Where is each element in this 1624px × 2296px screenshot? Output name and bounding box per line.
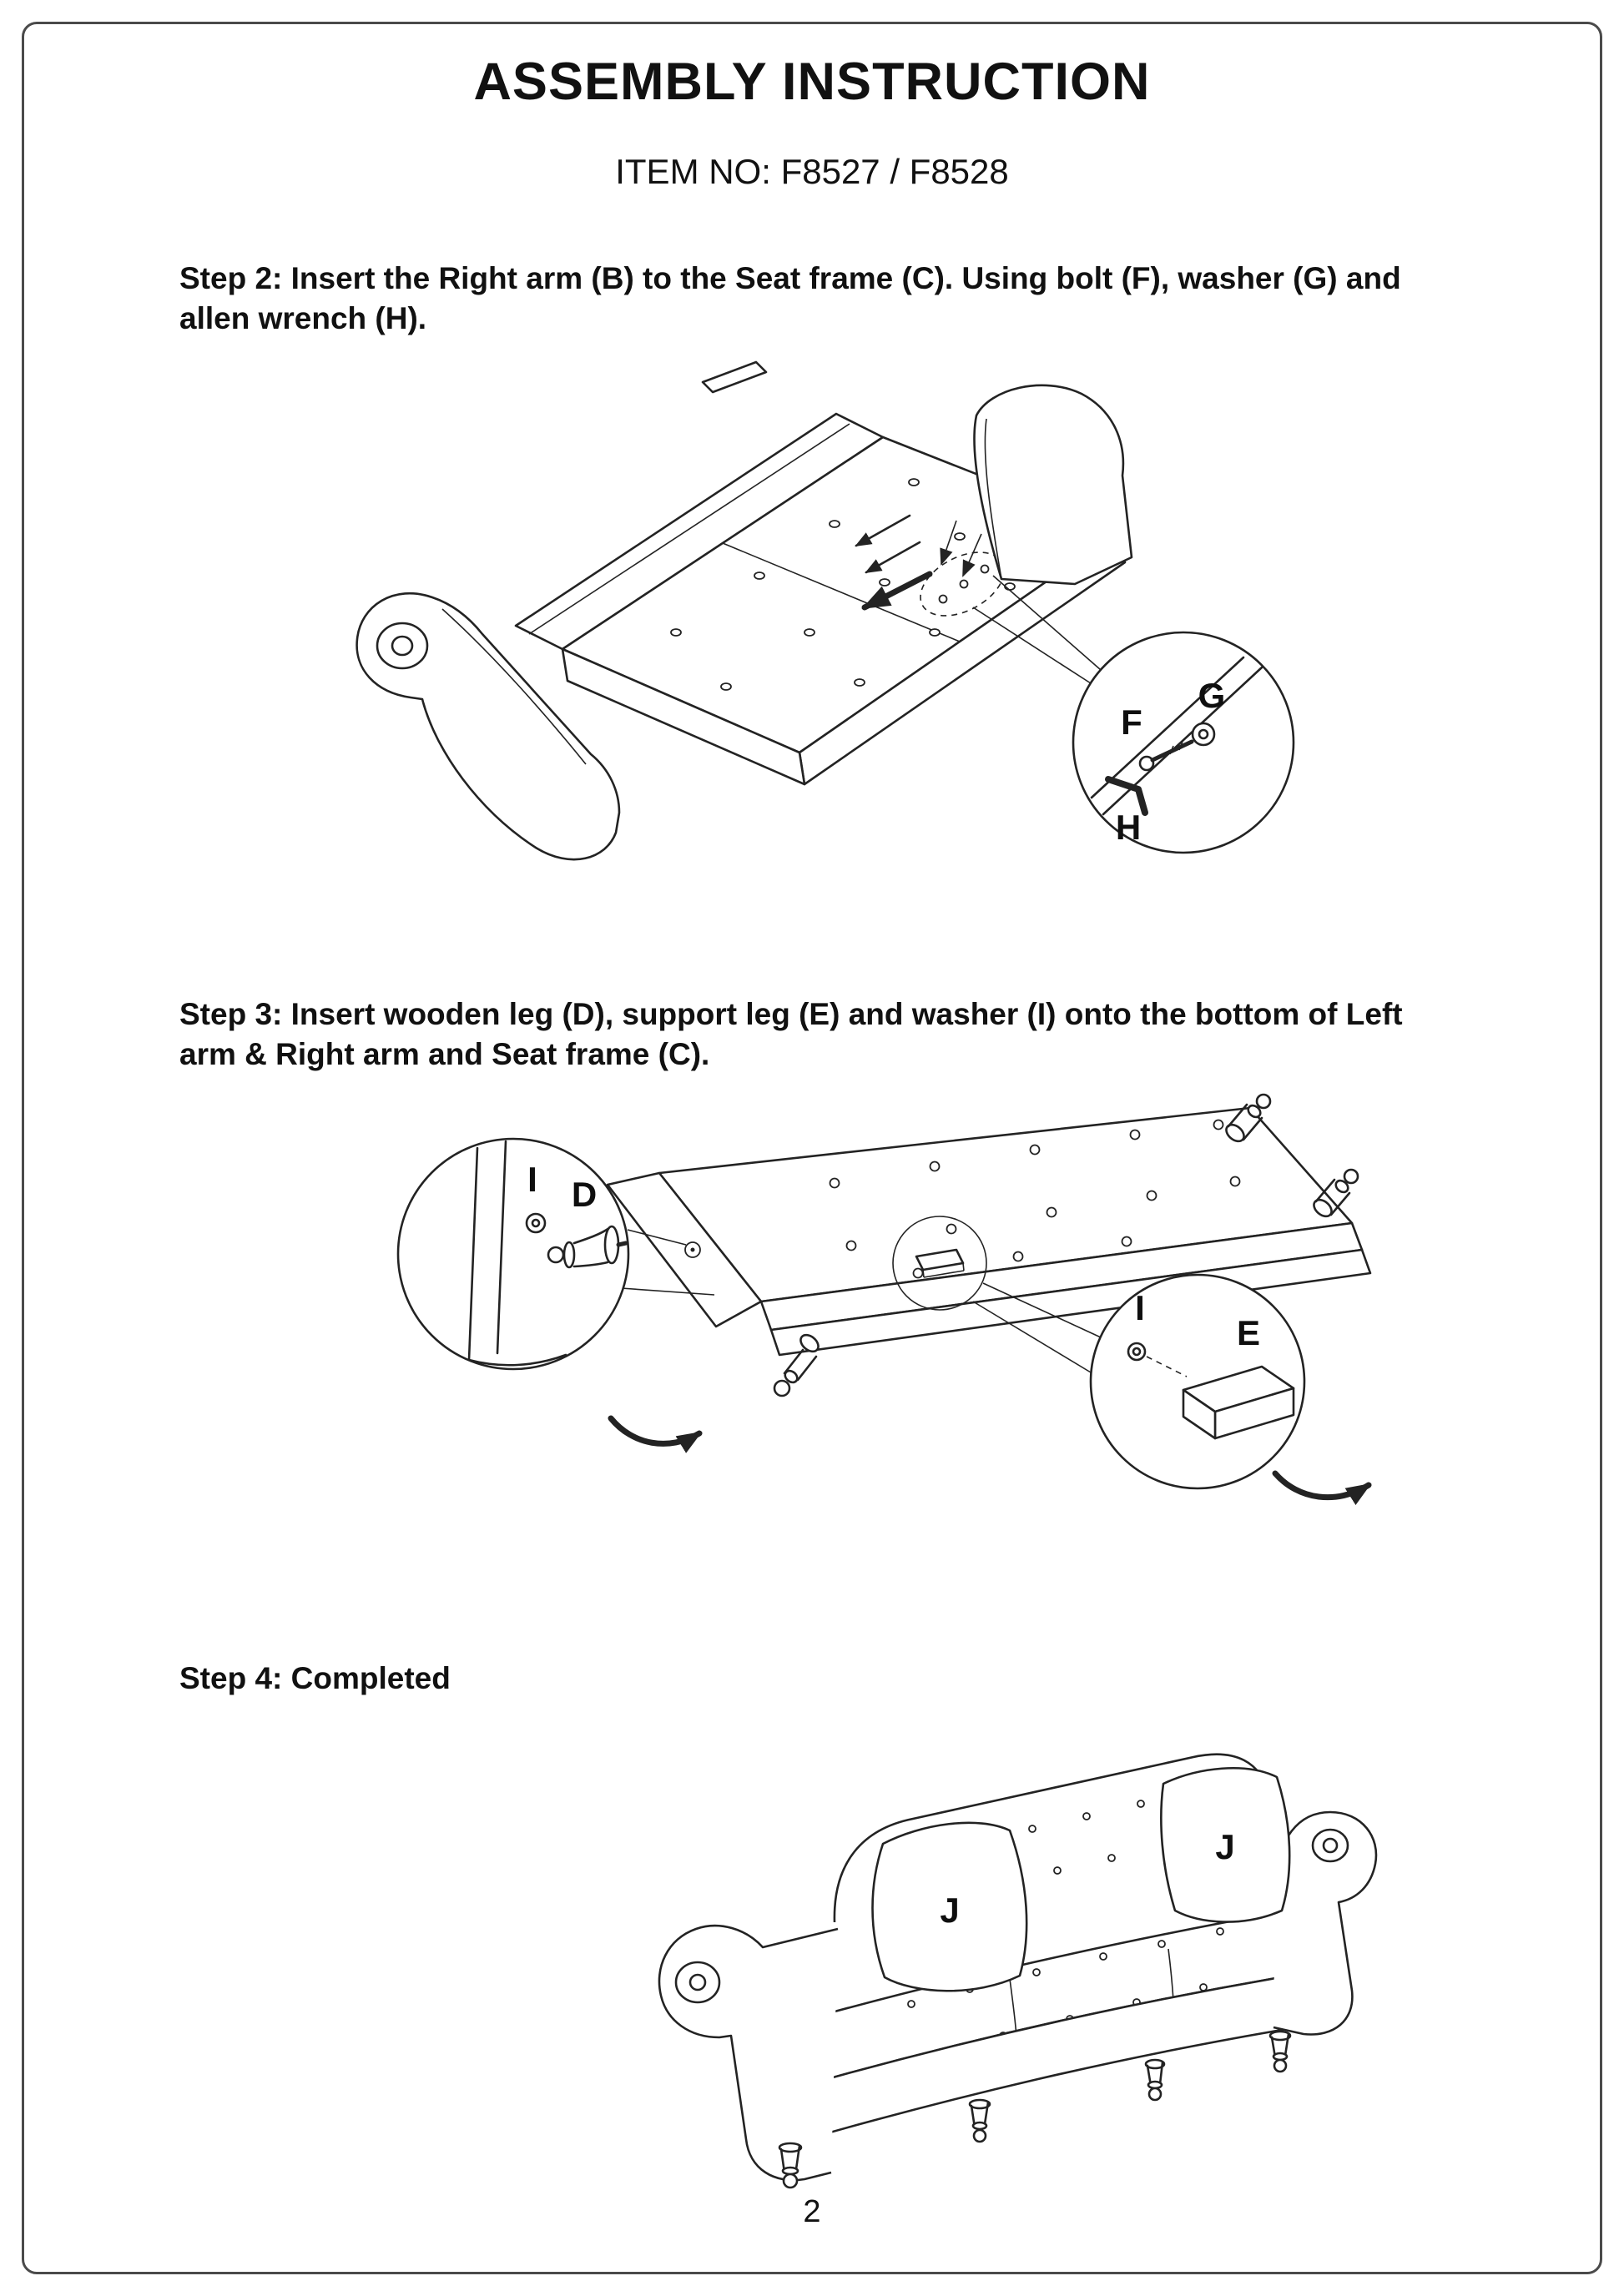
step4-heading: Step 4: Completed: [179, 1661, 451, 1695]
item-number: ITEM NO: F8527 / F8528: [615, 152, 1009, 191]
rotate-arrow-right: [1272, 1470, 1372, 1506]
insert-direction-arrow: [861, 571, 933, 611]
bolt-f-label: F: [1121, 702, 1142, 742]
sofa-leg-2: [968, 2098, 991, 2143]
doc-title: ASSEMBLY INSTRUCTION: [473, 53, 1151, 111]
insert-arrows: [855, 514, 982, 611]
support-leg-callout: I E: [1089, 1273, 1306, 1490]
left-arm: [658, 1924, 839, 2182]
support-leg-icon: [1182, 1365, 1295, 1440]
right-arm-drawing: [973, 384, 1133, 586]
washer-i-left-label: I: [527, 1160, 537, 1199]
callout-circle-left: [396, 1137, 630, 1371]
step4-illustration: J J: [658, 1753, 1378, 2189]
bolt-icon: [1138, 755, 1155, 772]
attached-leg-2: [1313, 1168, 1359, 1218]
wooden-leg-d-label: D: [572, 1175, 597, 1214]
right-arm: [1273, 1810, 1378, 2036]
callout-circle: [1072, 631, 1295, 854]
step2-heading: Step 2: Insert the Right arm (B) to the …: [179, 261, 1401, 336]
step2-illustration: F G H: [356, 360, 1295, 861]
sofa-leg-3: [1144, 2058, 1166, 2102]
page-number: 2: [803, 2194, 821, 2229]
sofa-bottom-drawing: [606, 1093, 1372, 1397]
sofa-leg-4: [1268, 2030, 1292, 2073]
washer-i-right-label: I: [1135, 1288, 1145, 1327]
pillow-left: J: [871, 1821, 1028, 1992]
pillow-left-j-label: J: [940, 1891, 959, 1930]
allen-wrench-icon: [1105, 776, 1148, 816]
allen-wrench-h-label: H: [1116, 808, 1141, 847]
wooden-leg-callout: I D: [396, 1137, 630, 1371]
pillow-right: J: [1160, 1767, 1291, 1923]
callout-circle-right: [1089, 1273, 1306, 1490]
washer-g-label: G: [1198, 676, 1226, 715]
support-leg-e-label: E: [1237, 1313, 1260, 1352]
left-arm-drawing: [356, 592, 621, 861]
sofa-leg-1: [778, 2142, 803, 2189]
rotate-arrow-left: [608, 1415, 703, 1453]
step3-heading: Step 3: Insert wooden leg (D), support l…: [179, 997, 1403, 1072]
completed-sofa-drawing: J J: [658, 1753, 1378, 2189]
hardware-callout: F G H: [972, 575, 1295, 854]
support-plate-zoom-circle: [892, 1216, 987, 1311]
seat-frame-drawing: [514, 360, 1127, 786]
step3-illustration: I D I E: [396, 1093, 1372, 1506]
attached-leg-1: [1225, 1093, 1272, 1143]
attached-leg-3: [773, 1333, 820, 1397]
wooden-leg-icon: [547, 1225, 628, 1269]
pillow-right-j-label: J: [1215, 1827, 1234, 1866]
